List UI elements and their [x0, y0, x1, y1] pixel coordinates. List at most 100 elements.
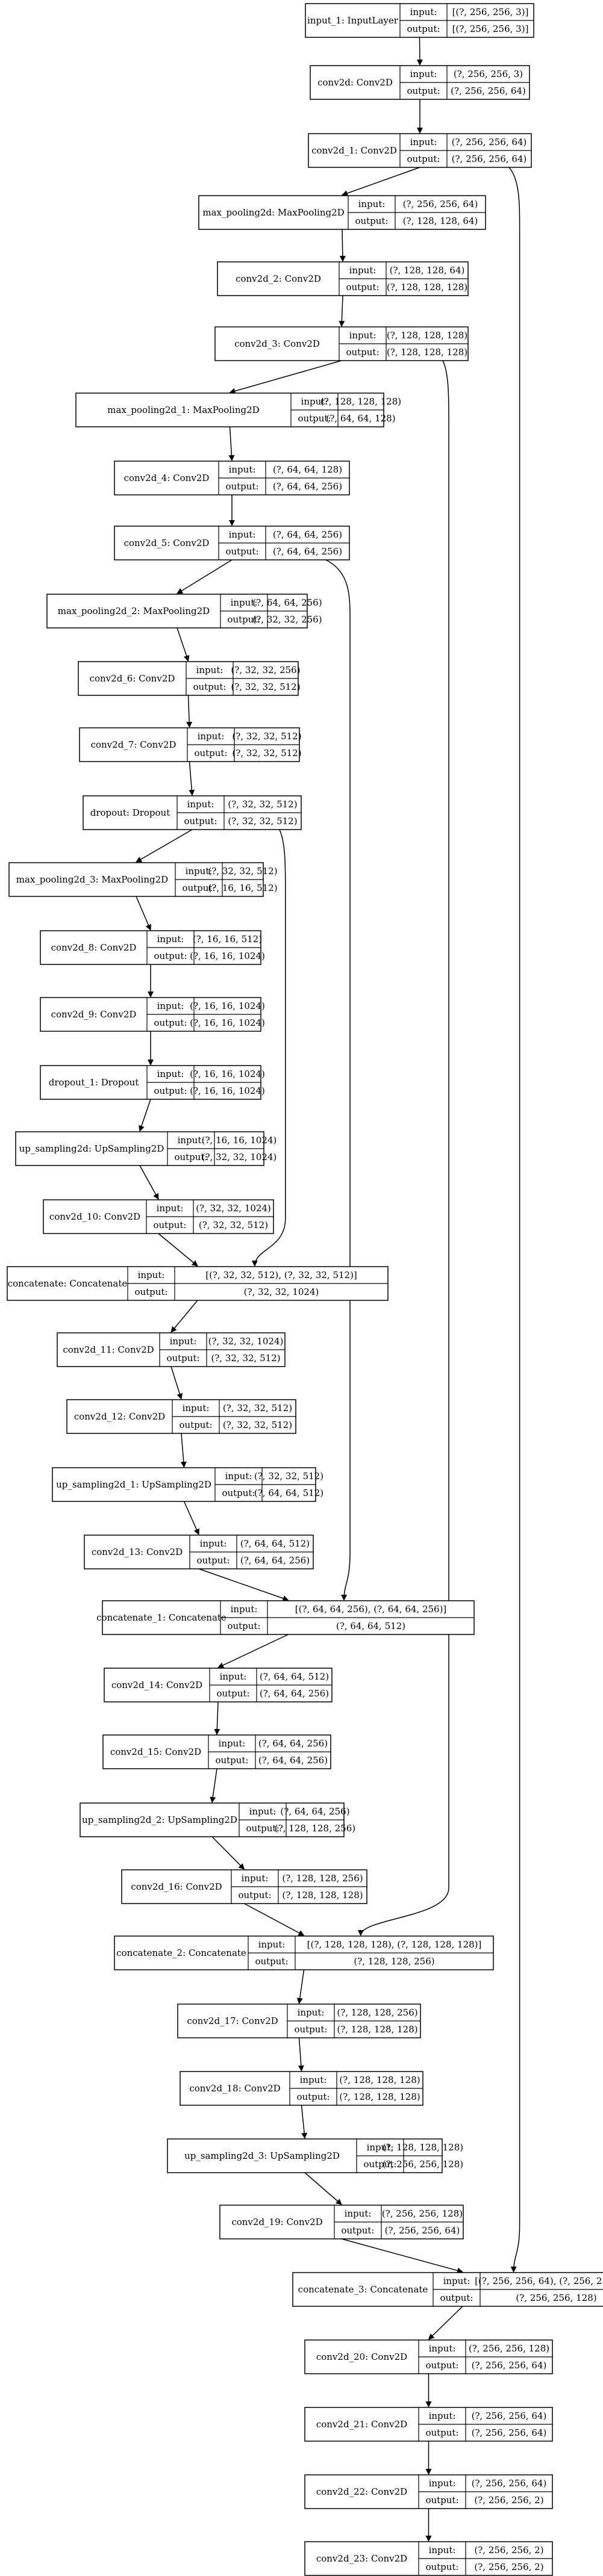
edges: [136, 37, 520, 2542]
edge-conv2d_1-to-max_pooling2d: [342, 167, 420, 196]
output-shape: (?, 256, 256, 64): [451, 85, 526, 96]
output-label: output:: [227, 614, 260, 625]
input-label: input:: [198, 731, 225, 742]
layer-node-concatenate_2: concatenate_2: Concatenateinput:output:[…: [114, 1935, 494, 1970]
input-label: input:: [349, 330, 376, 341]
layer-name: conv2d: Conv2D: [317, 77, 393, 88]
layer-name: concatenate_2: Concatenate: [116, 1948, 246, 1958]
edge-concatenate_2-to-conv2d_17: [296, 1969, 305, 2004]
output-label: output:: [294, 2024, 327, 2035]
layer-name: conv2d_17: Conv2D: [187, 2016, 278, 2026]
input-label: input:: [187, 799, 214, 810]
output-shape: (?, 64, 64, 256): [273, 481, 342, 492]
output-shape: (?, 64, 64, 512): [336, 1621, 405, 1631]
output-label: output:: [216, 1688, 249, 1699]
layer-name: conv2d_20: Conv2D: [316, 2351, 407, 2362]
output-shape: (?, 256, 256, 2): [474, 2495, 543, 2506]
output-label: output:: [407, 154, 440, 164]
layer-name: conv2d_15: Conv2D: [110, 1746, 201, 1757]
edge-conv2d_2-to-conv2d_3: [339, 295, 345, 327]
edge-up_sampling2d_2-to-conv2d_16: [211, 1836, 245, 1870]
input-label: input:: [358, 199, 386, 209]
input-label: input:: [242, 1873, 269, 1884]
output-label: output:: [407, 23, 440, 34]
output-shape: (?, 32, 32, 256): [252, 614, 322, 625]
output-shape: (?, 256, 256, 64): [385, 2225, 460, 2236]
input-label: input:: [231, 1604, 258, 1615]
input-shape: (?, 32, 32, 1024): [208, 1336, 284, 1347]
output-shape: (?, 64, 64, 256): [258, 1755, 328, 1766]
output-label: output:: [184, 816, 217, 827]
edge-concatenate_1-to-conv2d_14: [217, 1634, 289, 1668]
output-label: output:: [246, 1823, 279, 1834]
input-label: input:: [410, 69, 437, 79]
edge-conv2d_16-to-concatenate_2: [244, 1903, 305, 1936]
input-label: input:: [186, 866, 213, 877]
layer-node-up_sampling2d_3: up_sampling2d_3: UpSampling2Dinput:outpu…: [167, 2138, 463, 2173]
output-shape: (?, 32, 32, 1024): [244, 1286, 319, 1297]
input-shape: [(?, 256, 256, 64), (?, 256, 256, 64)]: [475, 2276, 603, 2286]
output-label: output:: [222, 1488, 255, 1498]
layer-name: up_sampling2d_1: UpSampling2D: [56, 1479, 211, 1490]
layer-node-up_sampling2d_1: up_sampling2d_1: UpSampling2D input: outpu…: [52, 1467, 323, 1502]
layer-name: conv2d_1: Conv2D: [311, 145, 397, 156]
input-label: input:: [249, 1806, 277, 1817]
output-shape: (?, 64, 64, 128): [326, 413, 395, 424]
input-shape: (?, 128, 128, 256): [282, 1873, 363, 1884]
output-label: output:: [425, 2562, 458, 2572]
output-label: output:: [182, 883, 215, 893]
layer-name: up_sampling2d_2: UpSampling2D: [82, 1814, 237, 1825]
input-label: input:: [429, 2478, 456, 2489]
output-shape: (?, 64, 64, 256): [240, 1555, 310, 1566]
input-shape: (?, 128, 128, 128): [320, 396, 401, 407]
layer-name: max_pooling2d: MaxPooling2D: [202, 207, 344, 218]
input-shape: [(?, 128, 128, 128), (?, 128, 128, 128)]: [307, 1939, 482, 1950]
layer-name: dropout_1: Dropout: [49, 1077, 139, 1088]
edge-conv2d_19-to-concatenate_3: [341, 2238, 463, 2274]
input-shape: (?, 64, 64, 256): [252, 597, 322, 608]
output-shape: (?, 32, 32, 512): [211, 1353, 280, 1364]
output-label: output:: [193, 681, 226, 692]
input-label: input:: [429, 2343, 456, 2354]
input-shape: (?, 256, 256, 128): [469, 2343, 549, 2354]
input-shape: (?, 128, 128, 128): [387, 330, 467, 341]
output-shape: (?, 256, 256, 128): [516, 2292, 596, 2303]
edge-concatenate_3-to-conv2d_20: [428, 2306, 463, 2340]
output-label: output:: [255, 1956, 288, 1967]
input-label: input:: [345, 2208, 372, 2219]
output-label: output:: [363, 2159, 396, 2170]
output-shape: (?, 64, 64, 512): [254, 1488, 323, 1498]
layer-name: conv2d_5: Conv2D: [124, 538, 210, 548]
edge-conv2d_5-to-concatenate_1: [325, 559, 351, 1601]
output-shape: (?, 128, 128, 256): [275, 1823, 355, 1834]
output-label: output:: [166, 1353, 199, 1364]
layer-name: up_sampling2d_3: UpSampling2D: [184, 2150, 340, 2161]
input-shape: (?, 32, 32, 512): [223, 1403, 292, 1414]
edge-conv2d_11-to-conv2d_12: [170, 1366, 183, 1400]
layer-box: [8, 862, 264, 897]
output-label: output:: [346, 347, 379, 358]
input-label: input:: [225, 1471, 252, 1482]
layer-name: conv2d_6: Conv2D: [90, 673, 175, 684]
edge-max_pooling2d_2-to-conv2d_6: [177, 627, 190, 662]
output-label: output:: [341, 2225, 374, 2236]
input-label: input:: [300, 2075, 327, 2085]
input-shape: (?, 64, 64, 256): [280, 1806, 349, 1817]
output-label: output:: [296, 2091, 330, 2102]
output-label: output:: [196, 1555, 230, 1566]
layer-node-max_pooling2d: max_pooling2d: MaxPooling2Dinput:output:…: [198, 195, 486, 230]
output-label: output:: [154, 1017, 187, 1028]
output-label: output:: [215, 1755, 248, 1766]
layer-node-up_sampling2d: up_sampling2d: UpSampling2Dinput:output:…: [15, 1131, 277, 1166]
input-shape: (?, 256, 256, 3): [454, 69, 523, 79]
